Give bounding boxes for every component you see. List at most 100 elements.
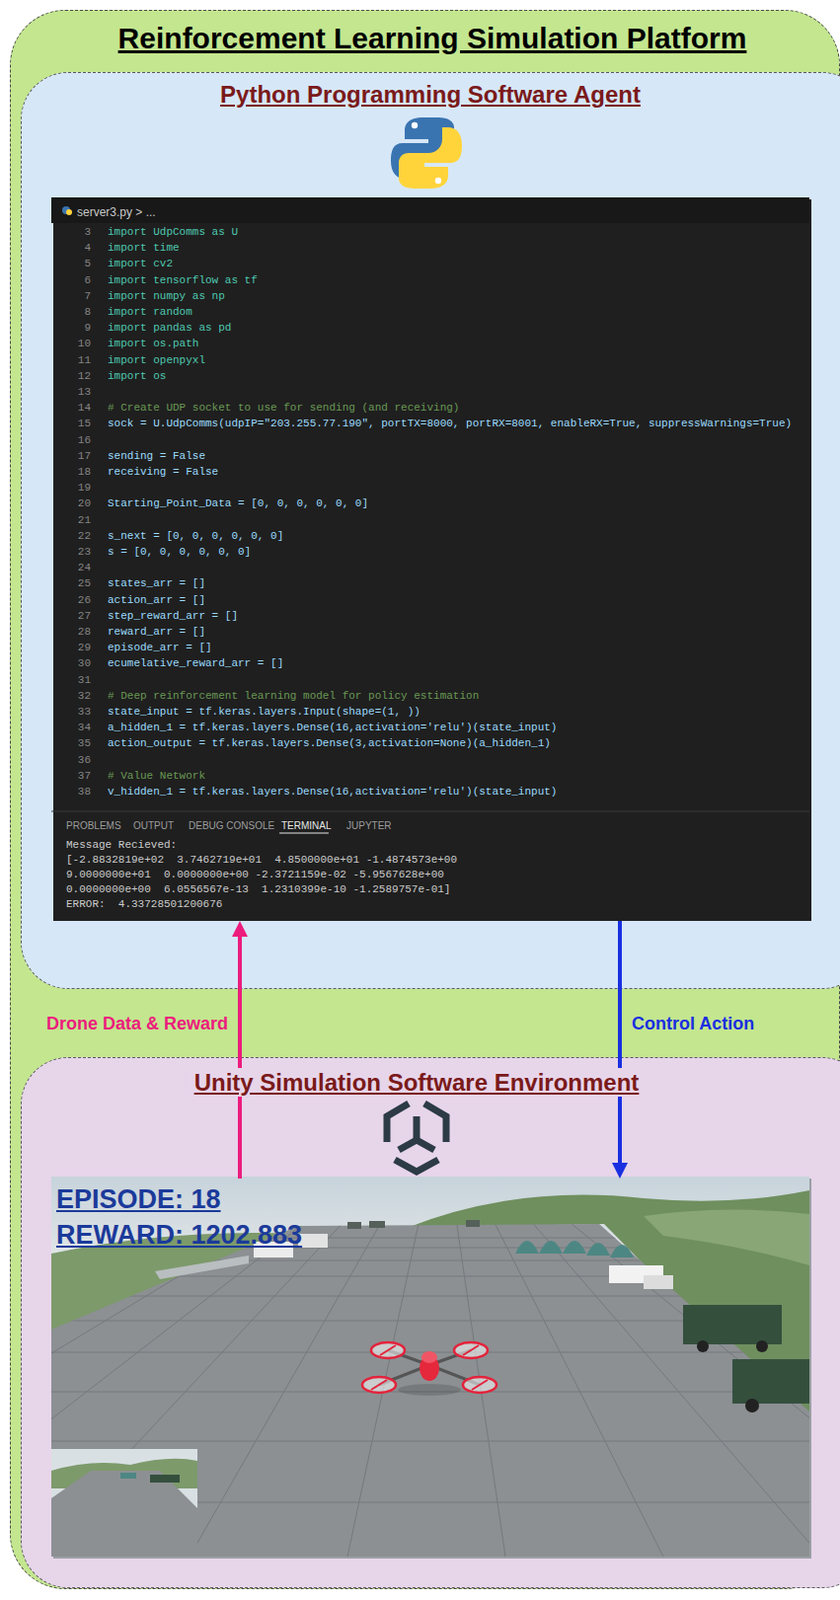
line-number: 14 [55, 400, 91, 415]
editor-tab-bar [51, 197, 810, 224]
grid-line [51, 1441, 810, 1443]
line-number: 12 [55, 369, 91, 383]
hangar [562, 1240, 587, 1254]
code-line: import tensorflow as tf [107, 273, 258, 288]
military-truck [732, 1359, 810, 1404]
code-line: ecumelative_reward_arr = [] [107, 656, 284, 671]
python-logo-eye [435, 177, 442, 184]
wheel [756, 1340, 768, 1353]
code-line: import time [107, 240, 180, 255]
code-line: v_hidden_1 = tf.keras.layers.Dense(16,ac… [107, 784, 557, 799]
hangar [515, 1240, 539, 1254]
grid-line [189, 1176, 442, 1557]
terminal-output: ERROR: 4.33728501200676 [66, 897, 223, 912]
diagram-title: Reinforcement Learning Simulation Platfo… [118, 20, 748, 57]
rotor-blade [471, 1379, 488, 1390]
unity-logo-part [416, 1140, 435, 1150]
line-number: 23 [55, 544, 91, 559]
hangar-pipe [154, 1255, 249, 1280]
military-truck [683, 1304, 782, 1345]
file-breadcrumb: server3.py > ... [76, 205, 156, 220]
code-line: episode_arr = [] [107, 640, 213, 655]
code-line: import os [107, 369, 166, 383]
line-number: 15 [55, 416, 91, 431]
rotor [371, 1342, 405, 1359]
line-number: 36 [55, 753, 91, 767]
line-number: 11 [55, 353, 91, 368]
line-number: 6 [55, 273, 91, 288]
code-line: s = [0, 0, 0, 0, 0, 0] [107, 544, 251, 559]
minimap-sky [51, 1449, 198, 1557]
hangar [538, 1240, 563, 1254]
truck [643, 1275, 674, 1290]
code-line: import pandas as pd [107, 320, 231, 335]
rotor-blade [380, 1345, 396, 1356]
grid-line [51, 1176, 442, 1557]
code-line: import numpy as np [107, 289, 226, 304]
line-number: 9 [55, 320, 91, 335]
terminal-output: Message Recieved: [66, 838, 177, 852]
region-heading: Python Programming Software Agent [220, 79, 641, 109]
line-number: 26 [55, 593, 91, 608]
python-logo-yellow [398, 127, 462, 189]
grid-line [51, 1176, 442, 1557]
code-line: step_reward_arr = [] [107, 609, 238, 623]
grid-line [441, 1176, 506, 1557]
grid-line [51, 1260, 810, 1262]
game-scene [51, 1176, 810, 1557]
drone-shadow [397, 1383, 461, 1396]
hangar [586, 1242, 611, 1256]
line-number: 29 [55, 640, 91, 655]
rotor-blade [371, 1379, 387, 1390]
hud-text: EPISODE: 18 [56, 1183, 222, 1216]
code-line: import openpyxl [107, 353, 206, 368]
drone [362, 1342, 497, 1393]
grid-line [441, 1176, 664, 1557]
rotor-blade [462, 1345, 479, 1356]
flow-arrow [237, 936, 242, 1179]
unity-logo-part [424, 1103, 447, 1143]
line-number: 10 [55, 336, 91, 351]
line-number: 13 [55, 384, 91, 399]
panel-tab: OUTPUT [133, 820, 174, 833]
building [298, 1233, 328, 1248]
vehicle [369, 1221, 385, 1228]
code-line: import UdpComms as U [107, 225, 238, 239]
line-number: 21 [55, 513, 91, 528]
drone-dome [421, 1351, 438, 1364]
grid-line [441, 1176, 810, 1557]
code-line: receiving = False [107, 464, 219, 479]
line-number: 33 [55, 704, 91, 719]
code-line: import os.path [107, 336, 199, 351]
grid-line [441, 1176, 810, 1557]
code-line: action_output = tf.keras.layers.Dense(3,… [107, 736, 551, 751]
code-line: sending = False [107, 449, 206, 463]
rotor [454, 1342, 488, 1359]
hill-patch [643, 1209, 810, 1266]
code-editor-panel: server3.py > ...import UdpComms as Uimpo… [53, 199, 812, 921]
unity-logo-part [398, 1116, 417, 1150]
minimap-truck [150, 1474, 180, 1483]
line-number: 7 [55, 289, 91, 304]
line-number: 38 [55, 784, 91, 799]
panel-tab: JUPYTER [346, 820, 392, 833]
line-number: 18 [55, 464, 91, 479]
rotor [462, 1376, 497, 1393]
tab-underline [279, 833, 329, 835]
tarmac [51, 1223, 810, 1557]
line-number: 19 [55, 480, 91, 495]
grid-line [51, 1176, 442, 1557]
code-line: s_next = [0, 0, 0, 0, 0, 0] [107, 529, 284, 543]
code-line: action_arr = [] [107, 593, 206, 608]
python-logo-eye [411, 122, 418, 129]
line-number: 30 [55, 656, 91, 671]
vehicle [347, 1221, 362, 1229]
terminal-output: 9.0000000e+01 0.0000000e+00 -2.3721159e-… [66, 867, 445, 882]
wheel [696, 1340, 709, 1353]
building [253, 1241, 294, 1258]
grid-line [441, 1176, 810, 1557]
region-heading: Unity Simulation Software Environment [186, 1068, 648, 1097]
line-number: 20 [55, 496, 91, 511]
